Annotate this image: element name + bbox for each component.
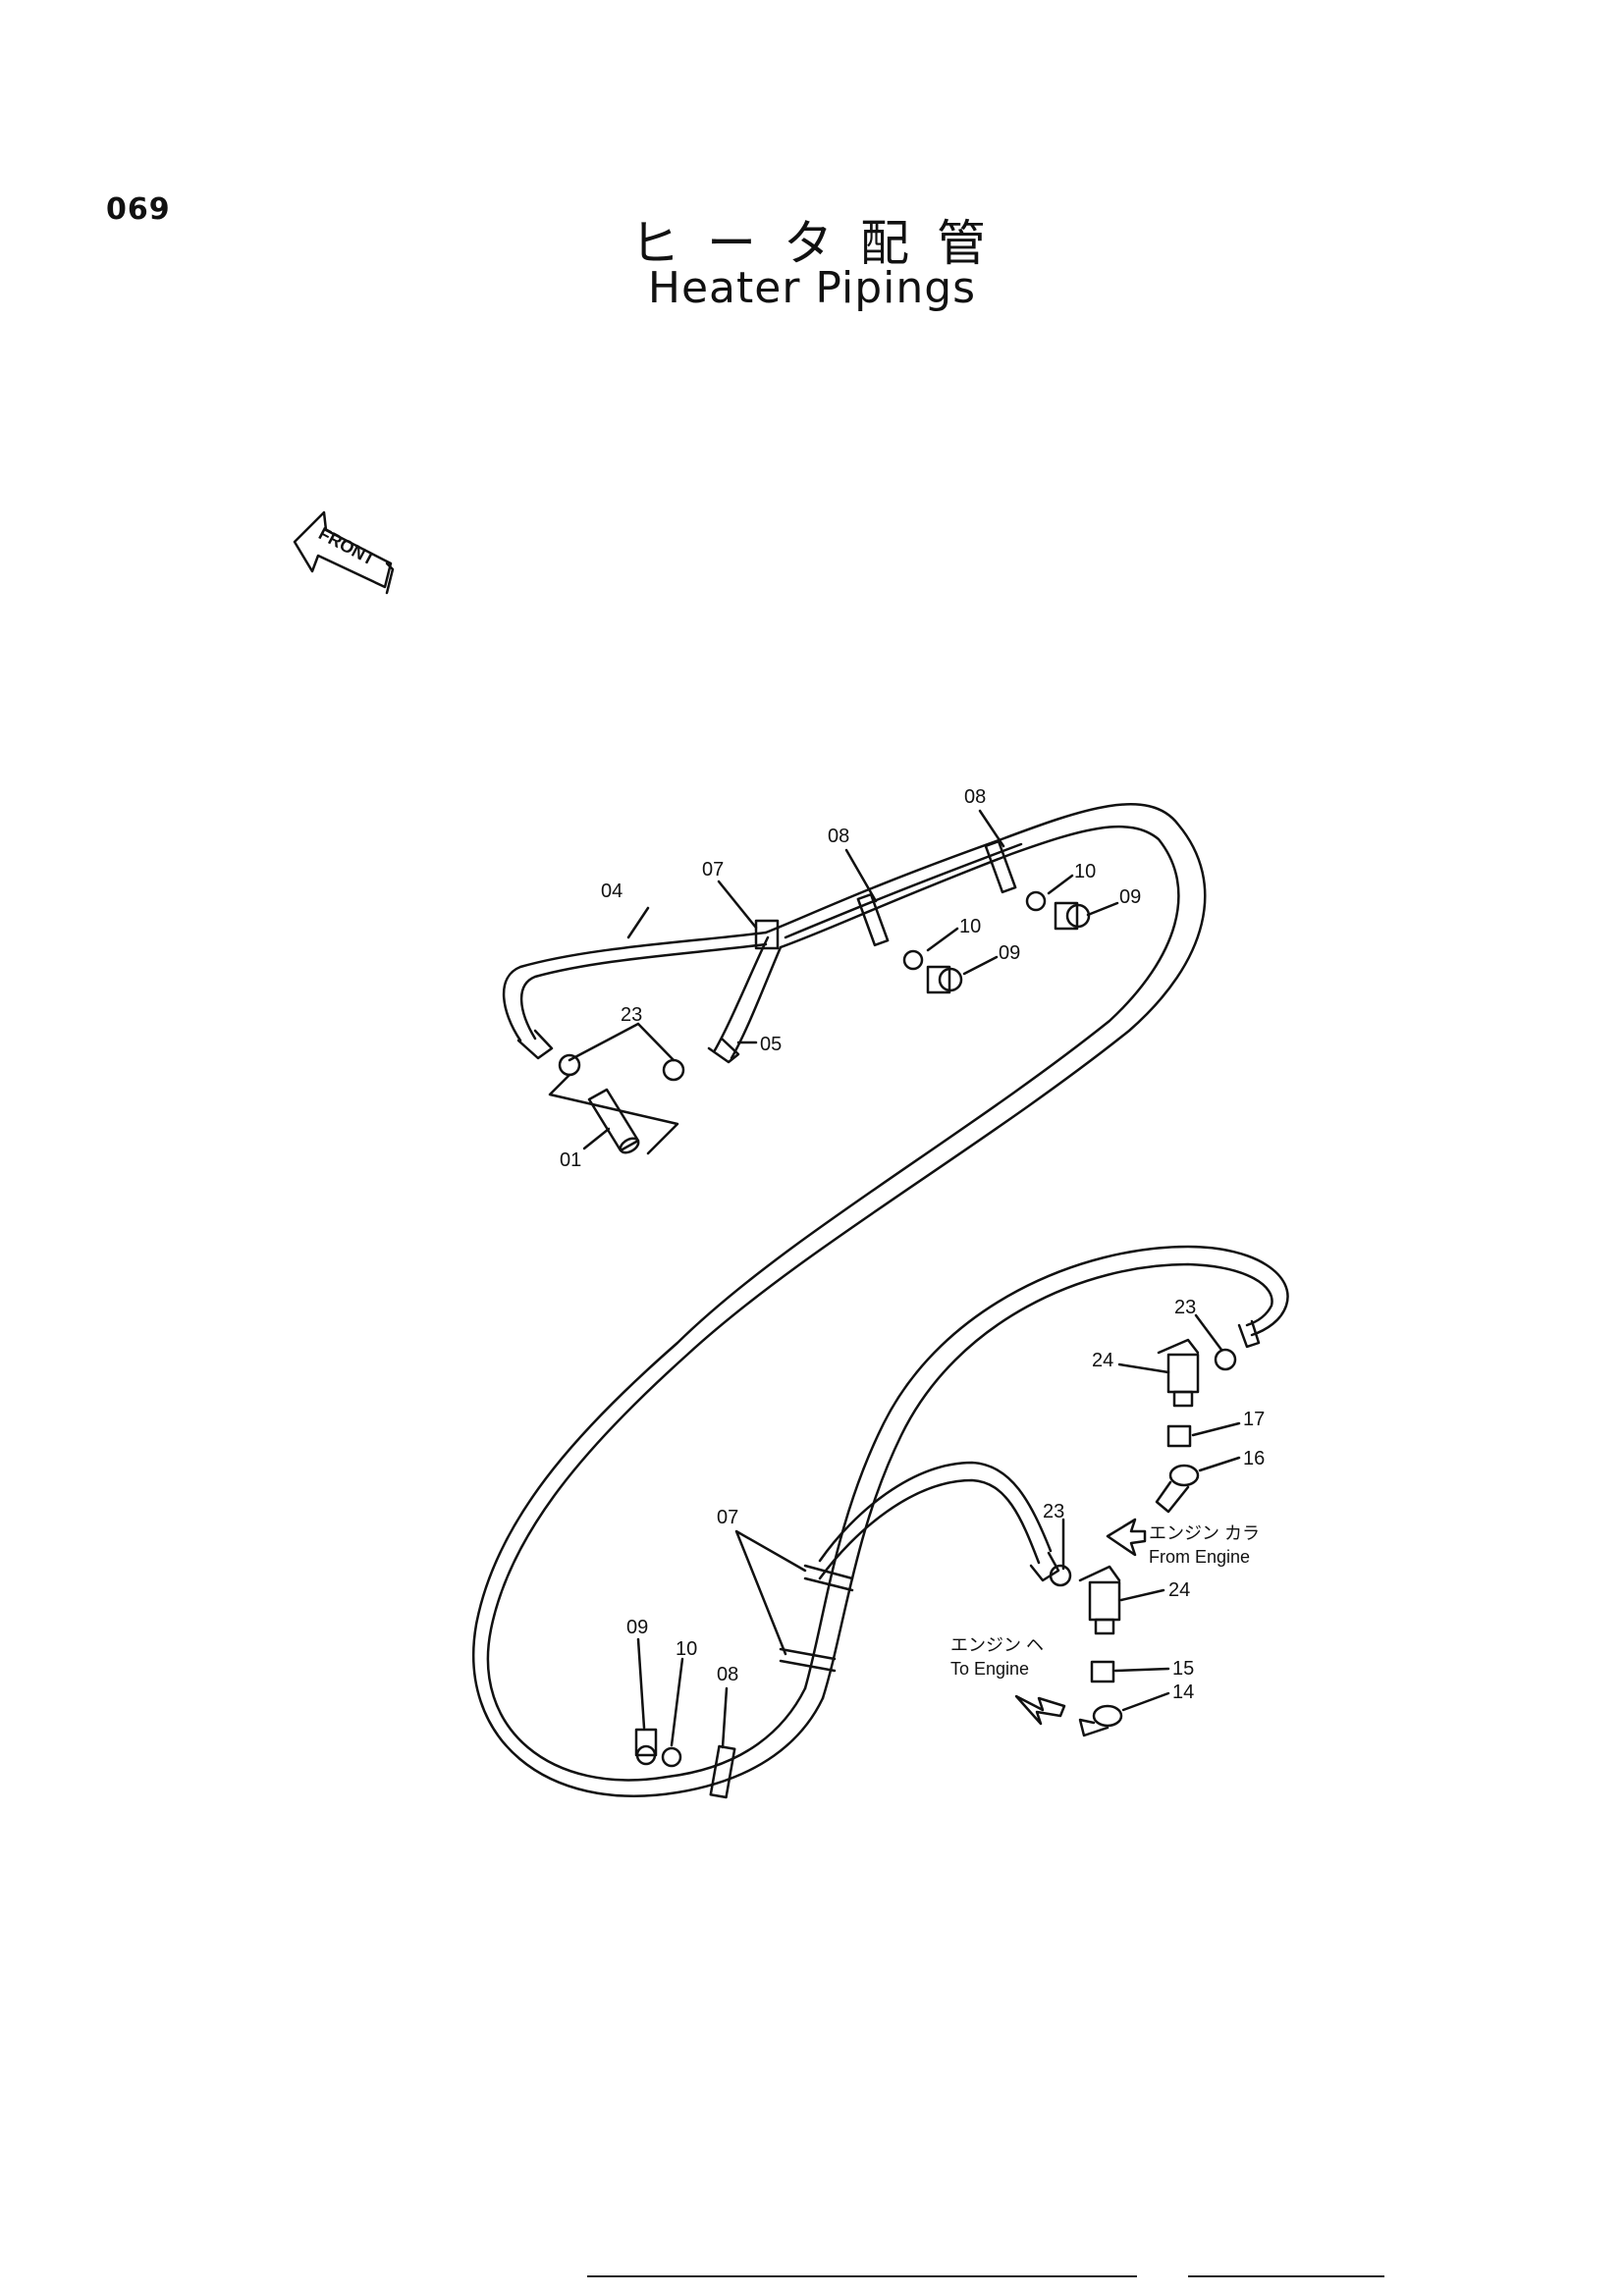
callout-09-a: 09 — [1119, 886, 1141, 908]
arrow-to-engine-icon — [1014, 1694, 1066, 1726]
pipe-01 — [587, 1088, 640, 1154]
callout-23-b: 23 — [1174, 1297, 1196, 1318]
elbow-16 — [1155, 1464, 1200, 1514]
note-to-engine-en: To Engine — [950, 1659, 1029, 1679]
callout-08-c: 08 — [717, 1664, 738, 1685]
adapter-15 — [1090, 1660, 1115, 1683]
hose-04 — [502, 931, 768, 1060]
bolt-09-b — [926, 965, 963, 994]
hose-clamp-23-c — [1214, 1348, 1237, 1371]
lower-pipe — [803, 1245, 1289, 1700]
callout-10-b: 10 — [959, 916, 981, 937]
arrow-from-engine-icon — [1106, 1518, 1147, 1557]
callout-15: 15 — [1172, 1658, 1194, 1680]
clamp-07-c — [779, 1647, 837, 1673]
washer-10-c — [661, 1746, 682, 1768]
callout-23-a: 23 — [621, 1004, 642, 1026]
bolt-09-a — [1054, 901, 1091, 931]
footer-rule-a — [587, 2275, 1137, 2277]
main-pipe — [471, 803, 1207, 1797]
note-from-engine-en: From Engine — [1149, 1547, 1250, 1567]
callout-10-a: 10 — [1074, 861, 1096, 882]
leader-23-group — [548, 1073, 679, 1155]
hose-clamp-23-b — [662, 1058, 685, 1082]
callout-04: 04 — [601, 881, 623, 902]
page-number: 069 — [106, 192, 171, 227]
note-to-engine-jp: エンジン ヘ — [950, 1635, 1044, 1655]
footer-rule-b — [1188, 2275, 1384, 2277]
callout-16: 16 — [1243, 1448, 1265, 1469]
callout-17: 17 — [1243, 1409, 1265, 1430]
title-japanese: ヒータ配管 — [630, 215, 1013, 272]
callout-24-a: 24 — [1092, 1350, 1113, 1371]
callout-24-b: 24 — [1168, 1579, 1190, 1601]
callout-01: 01 — [560, 1149, 581, 1171]
callout-23-c: 23 — [1043, 1501, 1064, 1522]
front-label: FRONT — [315, 523, 378, 569]
callout-08-a: 08 — [828, 826, 849, 847]
adapter-17 — [1166, 1424, 1192, 1448]
cock-24-b — [1078, 1565, 1121, 1635]
cock-24-a — [1157, 1338, 1200, 1408]
callout-09-b: 09 — [999, 942, 1020, 964]
callout-05: 05 — [760, 1034, 782, 1055]
clamp-07-a — [754, 919, 780, 950]
front-arrow-icon — [293, 510, 395, 595]
hose-clamp-23-a — [558, 1053, 581, 1077]
bolt-09-c — [634, 1728, 658, 1766]
callout-14: 14 — [1172, 1682, 1194, 1703]
hose-clamp-23-d — [1049, 1564, 1072, 1587]
clamp-07-b — [803, 1564, 854, 1592]
callout-10-c: 10 — [676, 1638, 697, 1660]
note-from-engine-jp: エンジン カラ — [1149, 1523, 1260, 1543]
washer-10-a — [1025, 890, 1047, 912]
elbow-14 — [1078, 1704, 1123, 1737]
callout-08-b: 08 — [964, 786, 986, 808]
callout-07-b: 07 — [717, 1507, 738, 1528]
callout-09-c: 09 — [626, 1617, 648, 1638]
clamp-08-c — [709, 1744, 736, 1799]
clamp-08-b — [984, 839, 1017, 894]
callout-07-a: 07 — [702, 859, 724, 881]
title-english: Heater Pipings — [647, 263, 977, 313]
clamp-08-a — [856, 892, 890, 947]
washer-10-b — [902, 949, 924, 971]
